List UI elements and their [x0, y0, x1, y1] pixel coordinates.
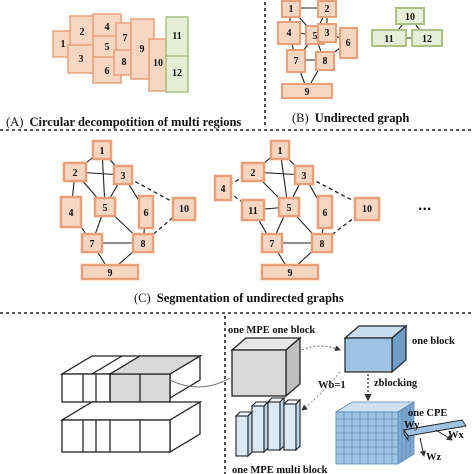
node-c-left-3: 3	[121, 171, 126, 182]
node-c-left-2: 2	[73, 168, 78, 179]
node-c-right-11: 11	[248, 206, 257, 217]
node-b-6: 6	[346, 38, 351, 49]
node-b-8: 8	[323, 56, 328, 67]
node-c-right-2: 2	[251, 168, 256, 179]
node-c-left-8: 8	[141, 239, 146, 250]
node-c-left-4: 4	[69, 208, 74, 219]
node-b-10: 10	[405, 12, 415, 23]
node-c-left-6: 6	[144, 208, 149, 219]
region-label-7: 7	[123, 33, 128, 44]
node-c-right-4: 4	[221, 184, 226, 195]
label-wx: Wx	[448, 430, 465, 441]
node-c-right-3: 3	[302, 171, 307, 182]
region-label-1: 1	[61, 39, 66, 50]
node-c-left-10: 10	[179, 204, 189, 215]
cpe-rod	[403, 419, 467, 442]
region-label-11: 11	[172, 31, 181, 42]
one-block-cube	[343, 324, 408, 374]
label-wb: Wb=1	[318, 380, 346, 391]
region-label-10: 10	[153, 58, 163, 69]
node-c-right-7: 7	[270, 239, 275, 250]
label-one-block: one block	[412, 336, 455, 347]
panel-a-caption: (A) Circular decompotition of multi regi…	[6, 115, 241, 129]
node-c-left-9: 9	[108, 268, 113, 279]
node-c-right-9: 9	[288, 268, 293, 279]
label-mpe-one-block: one MPE one block	[228, 325, 315, 336]
node-c-left-7: 7	[90, 239, 95, 250]
panel-a-regions: 1 2 3 4 5 6 7 8 9 10 11 12	[52, 13, 189, 93]
wx-arrow	[435, 429, 453, 441]
region-label-12: 12	[172, 68, 182, 79]
region-label-9: 9	[140, 44, 145, 55]
node-b-1: 1	[289, 4, 294, 15]
wz-arrow	[419, 437, 426, 457]
node-c-right-1: 1	[278, 146, 283, 157]
node-c-right-5: 5	[287, 203, 292, 214]
node-b-5: 5	[313, 31, 318, 42]
connector-curve	[169, 377, 231, 388]
region-label-5: 5	[105, 42, 110, 53]
mpe-multi-block-slices	[234, 396, 302, 458]
panel-c-ellipsis: ...	[418, 197, 431, 214]
region-label-3: 3	[79, 54, 84, 65]
region-label-8: 8	[122, 57, 127, 68]
node-c-right-6: 6	[323, 208, 328, 219]
panel-b-caption: (B) Undirected graph	[292, 111, 409, 125]
region-label-4: 4	[105, 22, 110, 33]
node-b-12: 12	[422, 34, 432, 45]
panel-c-left-graph: 1 2 3 4 5 6 7 8 9 10	[59, 139, 197, 281]
node-c-right-8: 8	[320, 239, 325, 250]
node-b-3: 3	[325, 28, 330, 39]
cpe-grid	[334, 401, 416, 465]
region-label-2: 2	[80, 27, 85, 38]
node-b-9: 9	[305, 87, 310, 98]
node-c-left-1: 1	[100, 146, 105, 157]
node-c-left-5: 5	[103, 203, 108, 214]
label-wy: Wy	[404, 420, 420, 431]
node-b-4: 4	[287, 28, 292, 39]
region-label-6: 6	[105, 66, 110, 77]
node-b-2: 2	[325, 4, 330, 15]
mpe-one-block-cube	[230, 336, 302, 398]
node-b-7: 7	[294, 56, 299, 67]
arrow-to-one-block	[301, 345, 341, 351]
arrow-to-slices	[301, 371, 341, 411]
label-wz: Wz	[426, 452, 442, 463]
node-c-right-10: 10	[362, 204, 372, 215]
panel-b-graph: 1 2 4 5 3 6 7 8 9 10 11 12	[277, 0, 443, 99]
label-mpe-multi-block: one MPE multi block	[232, 465, 328, 474]
panel-d-large-block-stack	[59, 354, 203, 454]
panel-c-caption: (C) Segmentation of undirected graphs	[134, 291, 344, 305]
node-b-11: 11	[384, 34, 393, 45]
label-one-cpe: one CPE	[408, 408, 447, 419]
panel-c-right-graph: 1 2 3 4 11 5 6 7 8 9 10	[213, 139, 381, 281]
label-zblocking: zblocking	[374, 378, 418, 389]
